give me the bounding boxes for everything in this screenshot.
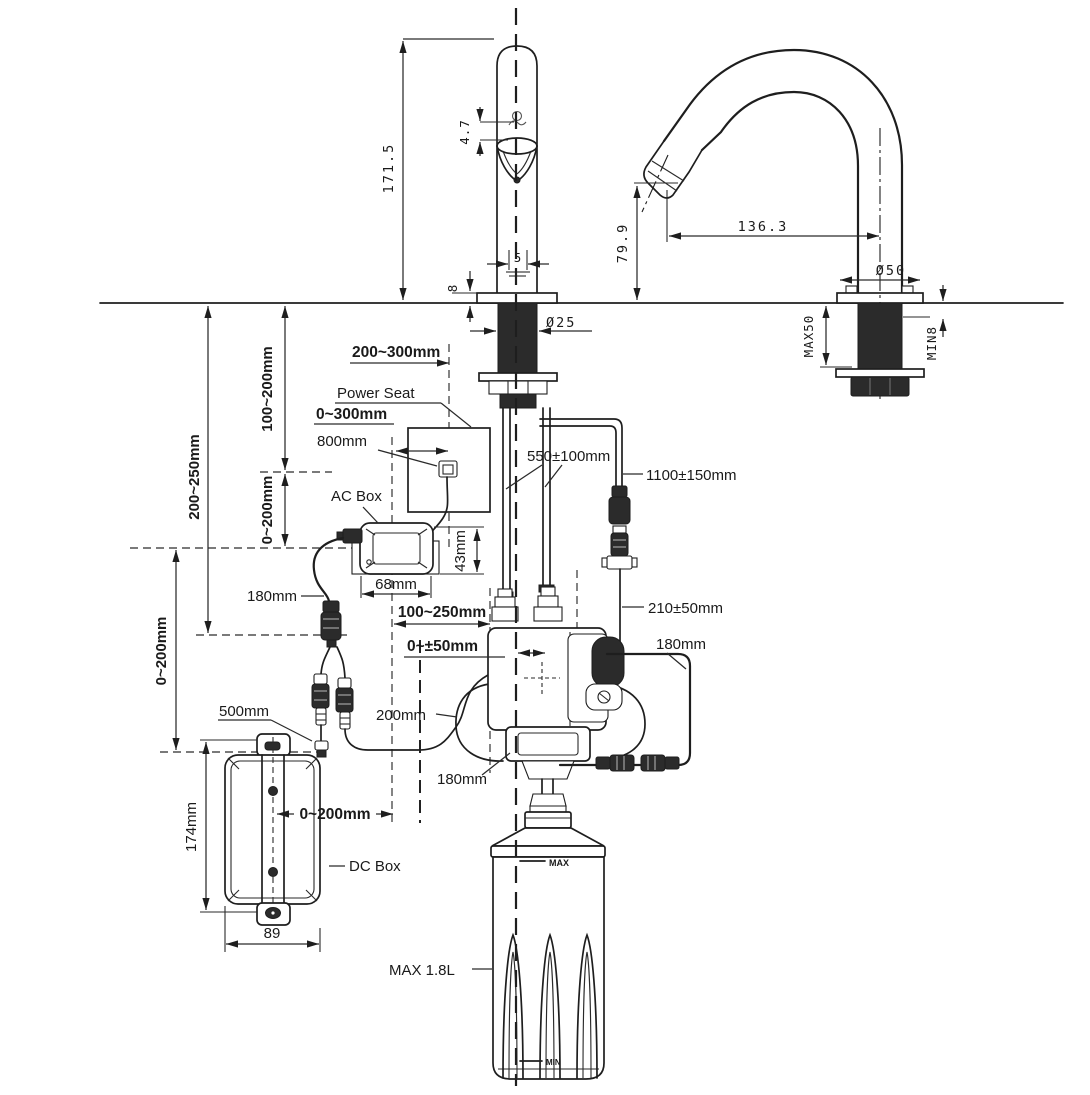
- faucet-aerator-tip: [643, 140, 703, 199]
- sensor-cable: [539, 418, 638, 651]
- pump-base: [505, 726, 591, 762]
- dim-dc-cable: 500mm: [219, 703, 269, 720]
- mounting-bracket-left: [455, 683, 504, 762]
- dim-cable-180-left: 180mm: [247, 588, 297, 605]
- dim-counter-gap: 100~200mm: [259, 346, 276, 432]
- dc-box-label: DC Box: [349, 858, 401, 875]
- dim-counter-drop: 200~250mm: [186, 434, 203, 520]
- dim-outlet-range: 0~300mm: [316, 406, 387, 423]
- faucet-inner-contour: [700, 90, 860, 305]
- ac-box-body: [359, 522, 434, 575]
- dim-valve-offset-h: 100~250mm: [398, 604, 486, 621]
- dim-hose-length: 550±100mm: [527, 448, 610, 465]
- faucet-outer-contour: [662, 48, 904, 305]
- faucet-dimensions: 79.9 136.3 Ø50 MAX50 MIN8: [615, 182, 947, 368]
- dispenser-shank: [497, 302, 538, 374]
- inline-connector: [609, 754, 635, 772]
- dispenser-mounting-nut: [488, 380, 548, 395]
- connector-chain: [311, 600, 489, 751]
- dim-valve-cable: 210±50mm: [648, 600, 723, 617]
- dim-gap-left: 0~200mm: [153, 617, 170, 686]
- valve-motor-cap: [591, 636, 625, 688]
- soap-dispenser-dimensions: 171.5 4.7 5 8: [381, 38, 549, 322]
- bottle-min-mark: MIN: [546, 1058, 561, 1067]
- bottle-max-mark: MAX: [549, 858, 569, 868]
- ac-box: [312, 522, 440, 603]
- inline-connector: [311, 683, 330, 709]
- y-splitter-connector: [320, 611, 342, 641]
- dim-ac-height: 43mm: [452, 530, 469, 572]
- ac-box-label: AC Box: [331, 488, 382, 505]
- ac-box-connector: [342, 528, 363, 544]
- faucet-shank: [857, 302, 903, 370]
- dim-cable-180-bottom: 180mm: [437, 771, 487, 788]
- dim-total-height: 171.5: [381, 143, 397, 194]
- dim-ac-width: 68mm: [375, 576, 417, 593]
- dim-valve-offset-c: 0~±50mm: [407, 638, 478, 655]
- dim-cable-200: 200mm: [376, 707, 426, 724]
- dim-deck-max: MAX50: [801, 315, 816, 358]
- dim-dc-width: 89: [264, 925, 281, 942]
- power-outlet: [438, 460, 458, 478]
- valve-power-cable: [344, 674, 489, 751]
- bottle-shoulder: [491, 827, 605, 847]
- dim-cable-180-right: 180mm: [656, 636, 706, 653]
- faucet-shank-assembly: [835, 302, 925, 397]
- dim-base-diameter: Ø50: [876, 263, 906, 279]
- pump-cable-loop: [558, 652, 692, 772]
- dim-spout-drop: 4.7: [457, 119, 472, 145]
- inline-connector: [335, 687, 354, 713]
- dc-box: [224, 733, 329, 926]
- bottle-capacity-label: MAX 1.8L: [389, 962, 455, 979]
- power-seat-label: Power Seat: [337, 385, 415, 402]
- dim-spout-height: 79.9: [615, 223, 631, 264]
- small-marking: [509, 275, 526, 277]
- dim-cord-length: 800mm: [317, 433, 367, 450]
- dim-gap-mid: 0~200mm: [259, 476, 276, 545]
- small-marking: [506, 271, 530, 273]
- dispenser-shank-assembly: [478, 302, 558, 600]
- dim-sensor-cable: 1100±150mm: [646, 467, 737, 484]
- faucet-mounting-nut: [850, 376, 910, 397]
- dim-dc-offset: 0~200mm: [299, 806, 370, 823]
- dim-sensor-width: 5: [514, 250, 523, 265]
- dim-deck-min: MIN8: [924, 326, 939, 360]
- valve-pump-unit: [455, 586, 646, 795]
- cable-plug-connector: [608, 496, 631, 525]
- dim-shank-diameter: Ø25: [546, 315, 576, 331]
- inline-connector: [640, 754, 666, 772]
- power-seat: [407, 427, 491, 541]
- dim-base-height: 8: [445, 284, 460, 293]
- dim-spout-reach: 136.3: [738, 219, 789, 235]
- bottle-cap: [524, 811, 572, 829]
- ac-output-cable: [312, 536, 345, 603]
- installation-dimensions: 200~300mm Power Seat 0~300mm 800mm AC Bo…: [153, 306, 737, 979]
- dim-outlet-offset: 200~300mm: [352, 344, 440, 361]
- soap-bottle: MAX MIN: [490, 793, 606, 1080]
- dim-dc-height: 174mm: [183, 802, 200, 852]
